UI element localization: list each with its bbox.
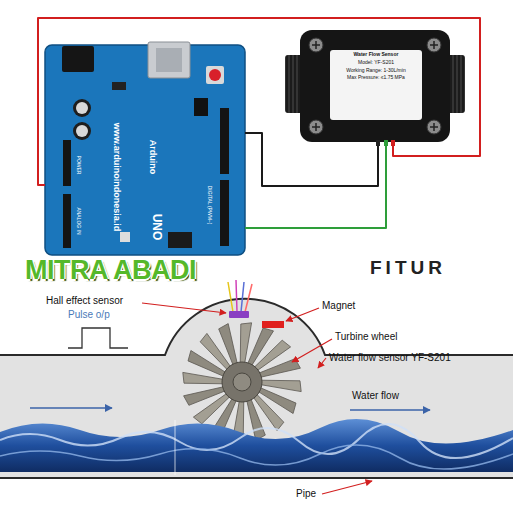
pipe: [0, 299, 513, 478]
board-label: www.arduinoindonesia.id: [112, 123, 122, 232]
wire: [245, 133, 378, 186]
wire: [38, 18, 480, 185]
turbine-hub: [233, 373, 251, 391]
heading: FITUR: [370, 257, 446, 279]
board-label: Arduino: [148, 140, 158, 175]
turbine-hub: [222, 362, 262, 402]
turbine-wheel: [183, 323, 301, 441]
board-label: DIGITAL (PWM~): [207, 186, 213, 225]
flow-arrows: [30, 408, 430, 410]
hall-sensor: [228, 280, 252, 318]
board-label: ANALOG IN: [76, 207, 82, 234]
pulse-waveform: [68, 328, 128, 348]
wire: [245, 146, 386, 228]
arduino-board: [45, 42, 245, 255]
sensor-spec: Water Flow Sensor: [354, 52, 399, 58]
arduino-board: www.arduinoindonesia.id ArduinoUNO POWER AN…: [45, 45, 245, 255]
board-label: UNO: [150, 214, 164, 241]
watermark: MITRA ABADI: [25, 255, 196, 286]
part-label: Pipe: [296, 488, 316, 500]
board-label: POWER: [76, 156, 82, 175]
turbine-blade: [184, 387, 227, 406]
part-label: Turbine wheel: [335, 331, 397, 343]
sensor-spec: Max Pressure: ≤1.75 MPa: [347, 75, 405, 81]
turbine-blade: [247, 398, 266, 441]
part-label: Hall effect sensor: [46, 295, 123, 307]
flow-sensor: Water Flow SensorModel: YF-S201Working R…: [285, 25, 465, 146]
flow-sensor-body: [285, 30, 465, 146]
part-label: Magnet: [322, 300, 355, 312]
flow-label: Water flow: [352, 390, 399, 402]
magnet: [262, 321, 284, 328]
sensor-spec: Model: YF-S201: [358, 60, 394, 66]
turbine-blade: [219, 324, 238, 367]
part-label: Water flow sensor YF-S201: [329, 352, 451, 364]
water: [0, 419, 513, 475]
sensor-spec: Working Range: 1-30L/min: [346, 68, 405, 74]
sensor-label-plate: Water Flow SensorModel: YF-S201Working R…: [332, 52, 420, 81]
signal-label: Pulse o/p: [68, 309, 110, 321]
